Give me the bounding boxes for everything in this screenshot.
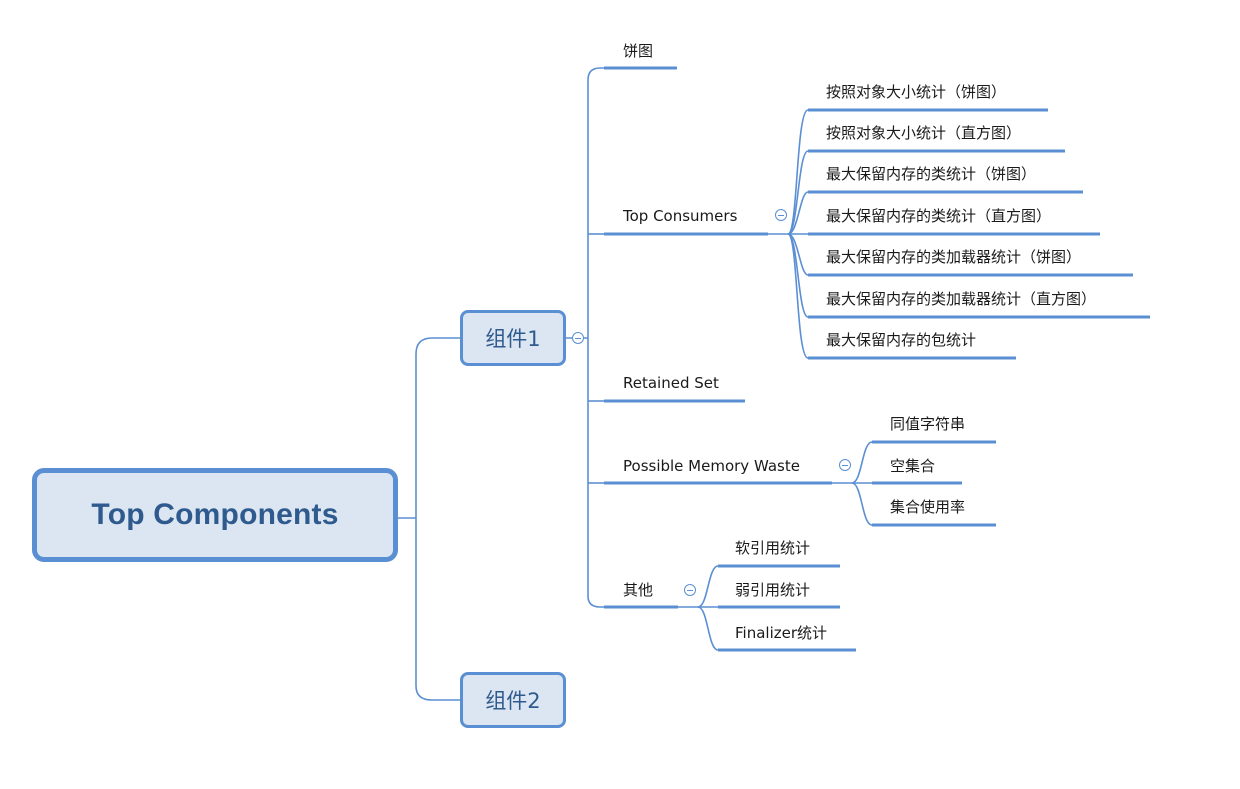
- topic-component-2-label: 组件2: [485, 689, 541, 713]
- topic-duplicate-strings[interactable]: 同值字符串: [890, 415, 966, 433]
- topic-finalizer-stats[interactable]: Finalizer统计: [735, 624, 828, 642]
- topic-retained-class-pie[interactable]: 最大保留内存的类统计（饼图）: [826, 165, 1037, 183]
- topic-retained-classloader-histogram[interactable]: 最大保留内存的类加载器统计（直方图）: [826, 290, 1097, 308]
- topic-retained-set[interactable]: Retained Set: [623, 374, 719, 392]
- collapse-possible-memory-waste-icon[interactable]: [839, 459, 851, 471]
- topic-top-consumers[interactable]: Top Consumers: [623, 207, 738, 225]
- topic-component-1[interactable]: 组件1: [460, 310, 566, 366]
- topic-retained-package[interactable]: 最大保留内存的包统计: [826, 331, 977, 349]
- collapse-top-consumers-icon[interactable]: [775, 209, 787, 221]
- topic-retained-class-histogram[interactable]: 最大保留内存的类统计（直方图）: [826, 207, 1052, 225]
- topic-object-size-histogram[interactable]: 按照对象大小统计（直方图）: [826, 124, 1022, 142]
- topic-weak-references[interactable]: 弱引用统计: [735, 581, 811, 599]
- root-node-label: Top Components: [91, 498, 339, 531]
- topic-component-1-label: 组件1: [485, 327, 541, 351]
- topic-empty-collections[interactable]: 空集合: [890, 457, 936, 475]
- collapse-others-icon[interactable]: [684, 584, 696, 596]
- topic-collection-fill-ratio[interactable]: 集合使用率: [890, 498, 966, 516]
- collapse-component-1-icon[interactable]: [572, 332, 584, 344]
- root-node[interactable]: Top Components: [32, 468, 398, 562]
- topic-soft-references[interactable]: 软引用统计: [735, 539, 811, 557]
- topic-pie-chart[interactable]: 饼图: [623, 42, 654, 60]
- topic-possible-memory-waste[interactable]: Possible Memory Waste: [623, 457, 800, 475]
- topic-component-2[interactable]: 组件2: [460, 672, 566, 728]
- topic-others[interactable]: 其他: [623, 581, 654, 599]
- topic-retained-classloader-pie[interactable]: 最大保留内存的类加载器统计（饼图）: [826, 248, 1082, 266]
- topic-object-size-pie[interactable]: 按照对象大小统计（饼图）: [826, 83, 1007, 101]
